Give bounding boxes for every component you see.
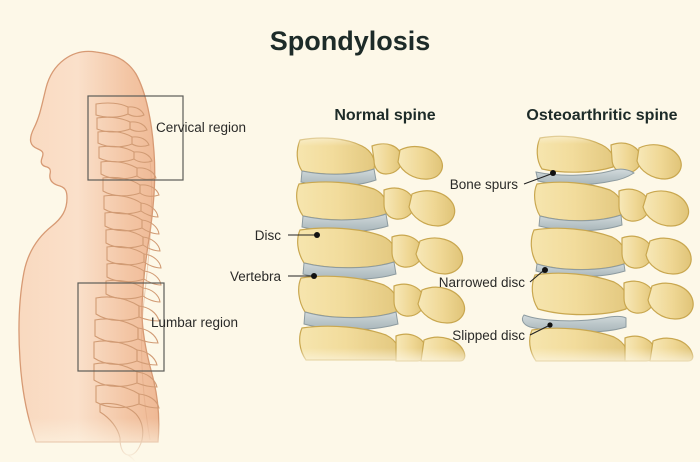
- figure-bottom-fade: [0, 418, 200, 462]
- back-contour: [141, 159, 153, 441]
- callout-narrowed-disc: Narrowed disc: [439, 267, 548, 290]
- page-title: Spondylosis: [270, 26, 431, 56]
- callout-vertebra: Vertebra: [230, 269, 317, 284]
- callout-slipped-disc: Slipped disc: [452, 322, 553, 343]
- osteoarthritic-spine-illustration: [515, 128, 700, 368]
- callout-slipped-disc-dot: [547, 322, 553, 328]
- lumbar-region-label: Lumbar region: [151, 315, 238, 330]
- callout-bone-spurs-label: Bone spurs: [450, 177, 519, 192]
- normal-spine-heading: Normal spine: [334, 107, 435, 124]
- osteoarthritic-spine-heading: Osteoarthritic spine: [526, 107, 677, 124]
- callout-vertebra-dot: [311, 273, 317, 279]
- normal-spine-panel: Normal spine: [230, 107, 475, 368]
- cervical-region-box: [87, 95, 184, 181]
- cervical-region-label: Cervical region: [156, 120, 246, 135]
- callout-narrowed-disc-label: Narrowed disc: [439, 275, 526, 290]
- lumbar-region-box: [77, 282, 165, 372]
- callout-vertebra-label: Vertebra: [230, 269, 282, 284]
- osteoarthritic-spine-panel: Osteoarthritic spine: [439, 107, 700, 368]
- human-profile-figure: Cervical region Lumbar region: [0, 50, 246, 462]
- callout-disc-label: Disc: [255, 228, 281, 243]
- lumbar-vertebrae: [93, 296, 160, 409]
- callout-slipped-disc-label: Slipped disc: [452, 328, 525, 343]
- callout-bone-spurs-dot: [550, 170, 556, 176]
- cervical-vertebrae: [95, 102, 160, 197]
- callout-disc: Disc: [255, 228, 320, 243]
- normal-spine-illustration: [285, 130, 475, 368]
- callout-narrowed-disc-dot: [542, 267, 548, 273]
- callout-disc-dot: [314, 232, 320, 238]
- callout-bone-spurs: Bone spurs: [450, 170, 556, 192]
